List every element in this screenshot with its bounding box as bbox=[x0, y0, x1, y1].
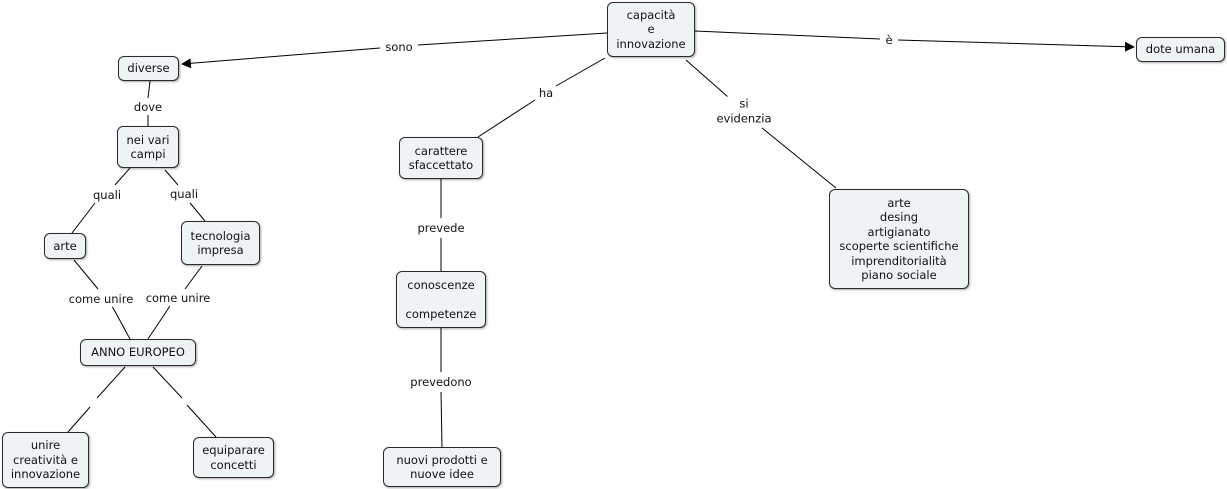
connector-ha-b bbox=[477, 99, 536, 138]
connector-e-a bbox=[694, 30, 881, 40]
link-label-quali-left: quali bbox=[90, 187, 124, 203]
connector-quali-left-b bbox=[71, 202, 96, 234]
connector-sono-a bbox=[417, 32, 608, 46]
connector-si-evidenzia-a bbox=[685, 59, 729, 98]
node-dote-umana[interactable]: dote umana bbox=[1136, 37, 1225, 62]
connector-quali-right-a bbox=[164, 169, 179, 186]
link-label-e: è bbox=[883, 32, 895, 48]
link-label-quali-right: quali bbox=[167, 186, 201, 202]
connector-anno-unire-b bbox=[67, 406, 91, 433]
connector-come-unire-left-b bbox=[111, 305, 131, 340]
node-diverse[interactable]: diverse bbox=[118, 56, 179, 81]
connector-si-evidenzia-b bbox=[761, 127, 837, 189]
node-nuovi-prodotti[interactable]: nuovi prodotti e nuove idee bbox=[383, 447, 501, 487]
node-nei-vari-campi[interactable]: nei vari campi bbox=[117, 126, 179, 168]
node-anno-europeo[interactable]: ANNO EUROPEO bbox=[80, 339, 196, 366]
connector-dove-a bbox=[147, 80, 151, 99]
link-label-ha: ha bbox=[536, 85, 556, 101]
node-arte-list[interactable]: arte desing artigianato scoperte scienti… bbox=[829, 189, 969, 289]
connector-anno-unire-a bbox=[96, 366, 126, 399]
link-label-come-unire-right: come unire bbox=[143, 290, 213, 306]
link-label-dove: dove bbox=[131, 99, 165, 115]
node-arte[interactable]: arte bbox=[44, 233, 86, 259]
link-label-si-evidenzia: si evidenzia bbox=[714, 96, 774, 126]
node-unire-creativita[interactable]: unire creatività e innovazione bbox=[2, 432, 89, 488]
link-label-sono: sono bbox=[383, 39, 415, 55]
link-label-prevede: prevede bbox=[415, 220, 467, 236]
node-conoscenze-competenze[interactable]: conoscenze competenze bbox=[396, 271, 486, 328]
connector-come-unire-right-a bbox=[184, 265, 203, 290]
connector-anno-equiparare-b bbox=[186, 404, 217, 438]
connector-sono-b bbox=[181, 47, 381, 69]
node-equiparare-concetti[interactable]: equiparare concetti bbox=[193, 437, 274, 478]
connector-quali-right-b bbox=[189, 202, 206, 222]
node-tecnologia-impresa[interactable]: tecnologia impresa bbox=[181, 221, 260, 265]
node-carattere-sfaccettato[interactable]: carattere sfaccettato bbox=[399, 137, 483, 179]
connector-ha-a bbox=[555, 57, 606, 87]
connector-prevedono-b bbox=[440, 391, 443, 448]
link-label-prevedono: prevedono bbox=[408, 374, 474, 390]
connector-quali-left-a bbox=[114, 167, 131, 186]
node-capacita-innovazione[interactable]: capacità e innovazione bbox=[607, 2, 695, 57]
connector-anno-equiparare-a bbox=[152, 366, 183, 399]
connector-e-b bbox=[897, 39, 1135, 52]
connector-come-unire-left-a bbox=[73, 259, 99, 290]
link-label-come-unire-left: come unire bbox=[66, 291, 136, 307]
connector-come-unire-right-b bbox=[147, 305, 171, 340]
